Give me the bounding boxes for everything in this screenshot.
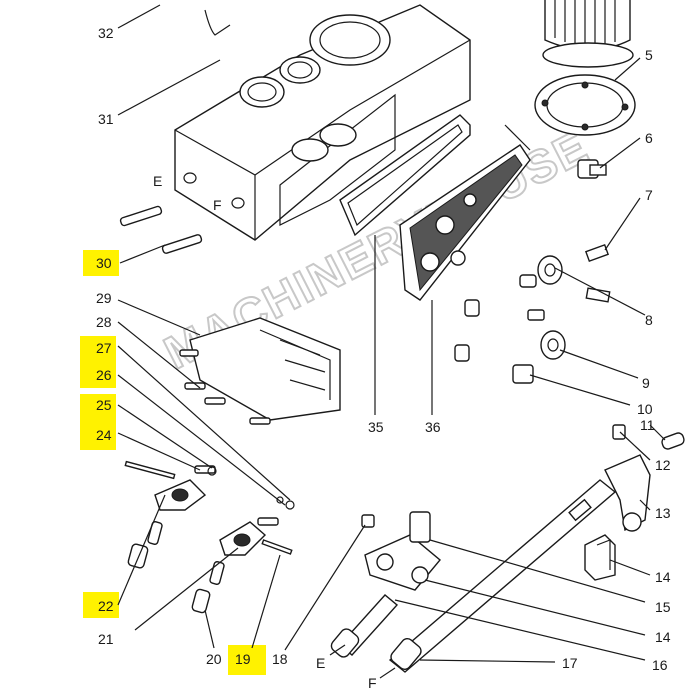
label-16: 16 (652, 657, 668, 673)
label-29: 29 (96, 290, 112, 306)
highlight-30 (83, 250, 119, 276)
bolt-10 (454, 274, 545, 384)
label-21: 21 (98, 631, 114, 647)
highlight-22 (83, 592, 119, 618)
label-7: 7 (645, 187, 653, 203)
label-11: 11 (640, 417, 655, 433)
pins-30 (119, 205, 203, 254)
motor (542, 0, 634, 68)
label-22: 22 (98, 598, 114, 614)
label-32: 32 (98, 25, 114, 41)
label-15: 15 (655, 599, 671, 615)
shaft-15 (330, 594, 399, 658)
label-e-top: E (153, 173, 162, 189)
label-27: 27 (96, 340, 112, 356)
gearbox-housing (174, 4, 471, 241)
label-26: 26 (96, 367, 112, 383)
label-f-top: F (213, 197, 222, 213)
label-25: 25 (96, 397, 112, 413)
gasket-5 (534, 74, 636, 136)
pin-11 (661, 432, 685, 450)
bushing-9 (537, 255, 566, 360)
label-30: 30 (96, 255, 112, 271)
highlight-24 (80, 420, 116, 450)
label-10: 10 (637, 401, 653, 417)
highlight-26 (80, 362, 116, 388)
knob-24 (124, 460, 216, 511)
lever-16 (361, 511, 441, 591)
label-14b: 14 (655, 629, 671, 645)
shaft-17 (388, 479, 617, 673)
screw-6 (577, 159, 607, 179)
label-35: 35 (368, 419, 384, 435)
block-14 (584, 534, 616, 581)
label-13: 13 (655, 505, 671, 521)
leader-lines (117, 4, 666, 679)
highlight-25 (80, 394, 116, 420)
knob-lower (219, 517, 293, 556)
label-19: 19 (235, 651, 251, 667)
screw-8 (585, 287, 611, 303)
fork-13 (604, 424, 651, 532)
label-14a: 14 (655, 569, 671, 585)
label-24: 24 (96, 427, 112, 443)
label-36: 36 (425, 419, 441, 435)
handle-21 (191, 561, 225, 614)
gasket-35 (339, 114, 471, 237)
label-9: 9 (642, 375, 650, 391)
highlight-boxes (80, 250, 266, 675)
handle-22 (127, 521, 163, 569)
washers (207, 466, 295, 510)
label-18: 18 (272, 651, 288, 667)
label-6: 6 (645, 130, 653, 146)
label-e-bottom: E (316, 655, 325, 671)
plate-36 (399, 144, 531, 301)
label-8: 8 (645, 312, 653, 328)
label-5: 5 (645, 47, 653, 63)
part-labels: 32 31 5 6 7 8 9 10 11 12 13 14 15 14 16 … (96, 25, 671, 691)
highlight-27 (80, 336, 116, 362)
highlight-19 (228, 645, 266, 675)
label-12: 12 (655, 457, 671, 473)
label-20: 20 (206, 651, 222, 667)
label-17: 17 (562, 655, 578, 671)
label-31: 31 (98, 111, 114, 127)
screw-7 (584, 243, 610, 263)
label-28: 28 (96, 314, 112, 330)
screws-left (179, 349, 271, 425)
fork-plate-29 (189, 317, 341, 421)
label-f-bottom: F (368, 675, 377, 691)
